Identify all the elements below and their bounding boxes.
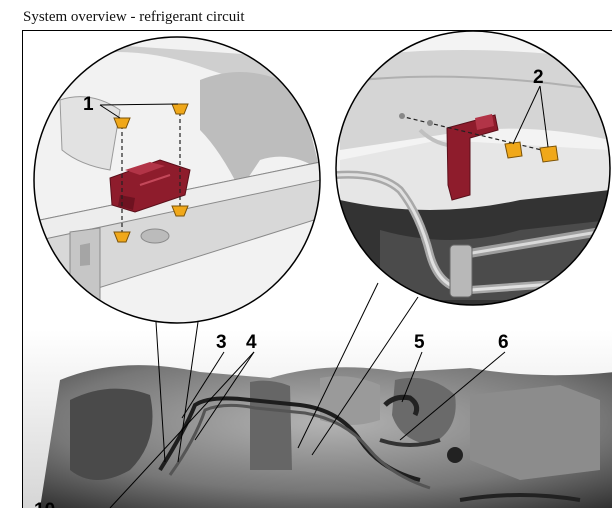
underbody-view	[23, 330, 612, 508]
fastener-icon	[113, 103, 189, 243]
callout-10: 10	[34, 500, 55, 508]
fastener-icon	[504, 141, 559, 163]
connector-lines	[155, 282, 419, 463]
detail-circle-right: 2	[335, 30, 611, 306]
diagram-frame	[22, 30, 612, 508]
callout-2: 2	[533, 67, 544, 88]
callout-5: 5	[414, 332, 425, 353]
diagram-title: System overview - refrigerant circuit	[23, 9, 245, 25]
callout-3: 3	[216, 332, 227, 353]
detail-circle-left: 1	[33, 36, 321, 324]
callout-leaders	[109, 351, 506, 508]
callout-4: 4	[246, 332, 257, 353]
callout-6: 6	[498, 332, 509, 353]
callout-1: 1	[83, 94, 94, 115]
